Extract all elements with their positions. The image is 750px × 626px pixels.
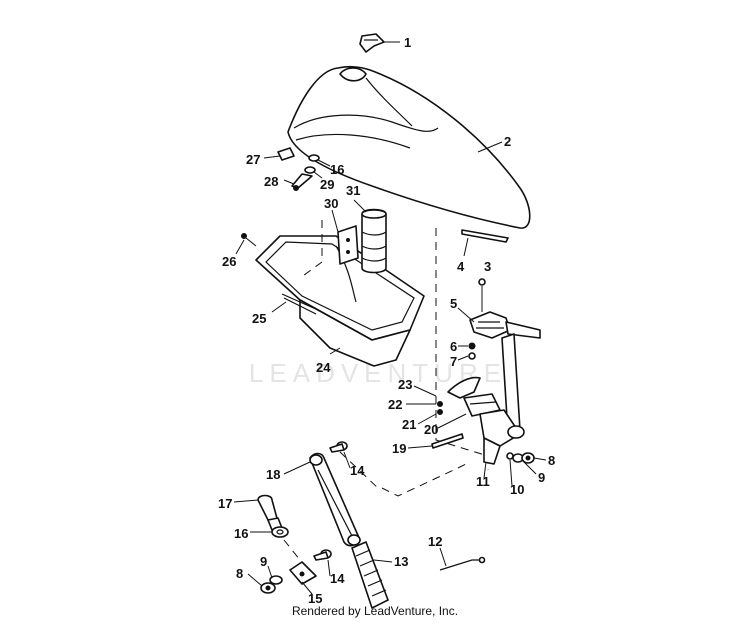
- callouts: 1 2 3 4 5 6 7 8 9 10 11 12 13 14 15 16 1…: [218, 35, 555, 606]
- callout-14-upper: 14: [350, 463, 365, 478]
- callout-11: 11: [476, 474, 490, 489]
- callout-28: 28: [264, 174, 278, 189]
- cable-tie: [439, 556, 486, 571]
- callout-22: 22: [388, 397, 402, 412]
- ball-joint-upper: [329, 441, 348, 453]
- control-rod: [309, 452, 361, 547]
- hood-cover: [287, 65, 531, 229]
- nut-washer-lower: [260, 575, 283, 594]
- trim-strip: [461, 229, 509, 243]
- callout-8: 8: [548, 453, 555, 468]
- callout-18: 18: [266, 467, 280, 482]
- callout-10: 10: [510, 482, 524, 497]
- callout-5: 5: [450, 296, 457, 311]
- callout-20: 20: [424, 422, 438, 437]
- callout-26: 26: [222, 254, 236, 269]
- callout-2: 2: [504, 134, 511, 149]
- callout-12: 12: [428, 534, 442, 549]
- callout-4: 4: [457, 259, 465, 274]
- screw-26: [241, 233, 257, 247]
- rod-boot: [351, 541, 389, 609]
- ball-joint-lower: [313, 549, 332, 561]
- callout-25: 25: [252, 311, 266, 326]
- mounting-bracket: [299, 220, 359, 279]
- callout-27: 27: [246, 152, 260, 167]
- leader-lines: [233, 41, 547, 595]
- callout-16-upper: 16: [330, 162, 344, 177]
- callout-23: 23: [398, 377, 412, 392]
- callout-6: 6: [450, 339, 457, 354]
- callout-16-lower: 16: [234, 526, 248, 541]
- hood-clip: [359, 33, 385, 53]
- cylinder-unit: [361, 208, 387, 274]
- callout-1: 1: [404, 35, 411, 50]
- washer-16-lower: [271, 526, 289, 538]
- storage-tray: [255, 235, 425, 367]
- callout-21: 21: [402, 417, 416, 432]
- callout-14-lower: 14: [330, 571, 345, 586]
- bracket-15: [289, 561, 317, 585]
- callout-8-lower: 8: [236, 566, 243, 581]
- callout-13: 13: [394, 554, 408, 569]
- callout-17: 17: [218, 496, 232, 511]
- callout-9: 9: [538, 470, 545, 485]
- callout-29: 29: [320, 177, 334, 192]
- callout-30: 30: [324, 196, 338, 211]
- steering-assembly: [431, 278, 541, 465]
- callout-31: 31: [346, 183, 360, 198]
- footer-credit: Rendered by LeadVenture, Inc.: [291, 604, 459, 618]
- callout-7: 7: [450, 354, 457, 369]
- callout-19: 19: [392, 441, 406, 456]
- fastener-group-left: [277, 147, 320, 191]
- bolt-17: [257, 494, 283, 531]
- callout-24: 24: [316, 360, 331, 375]
- callout-15: 15: [308, 591, 322, 606]
- callout-9-lower: 9: [260, 554, 267, 569]
- callout-3: 3: [484, 259, 491, 274]
